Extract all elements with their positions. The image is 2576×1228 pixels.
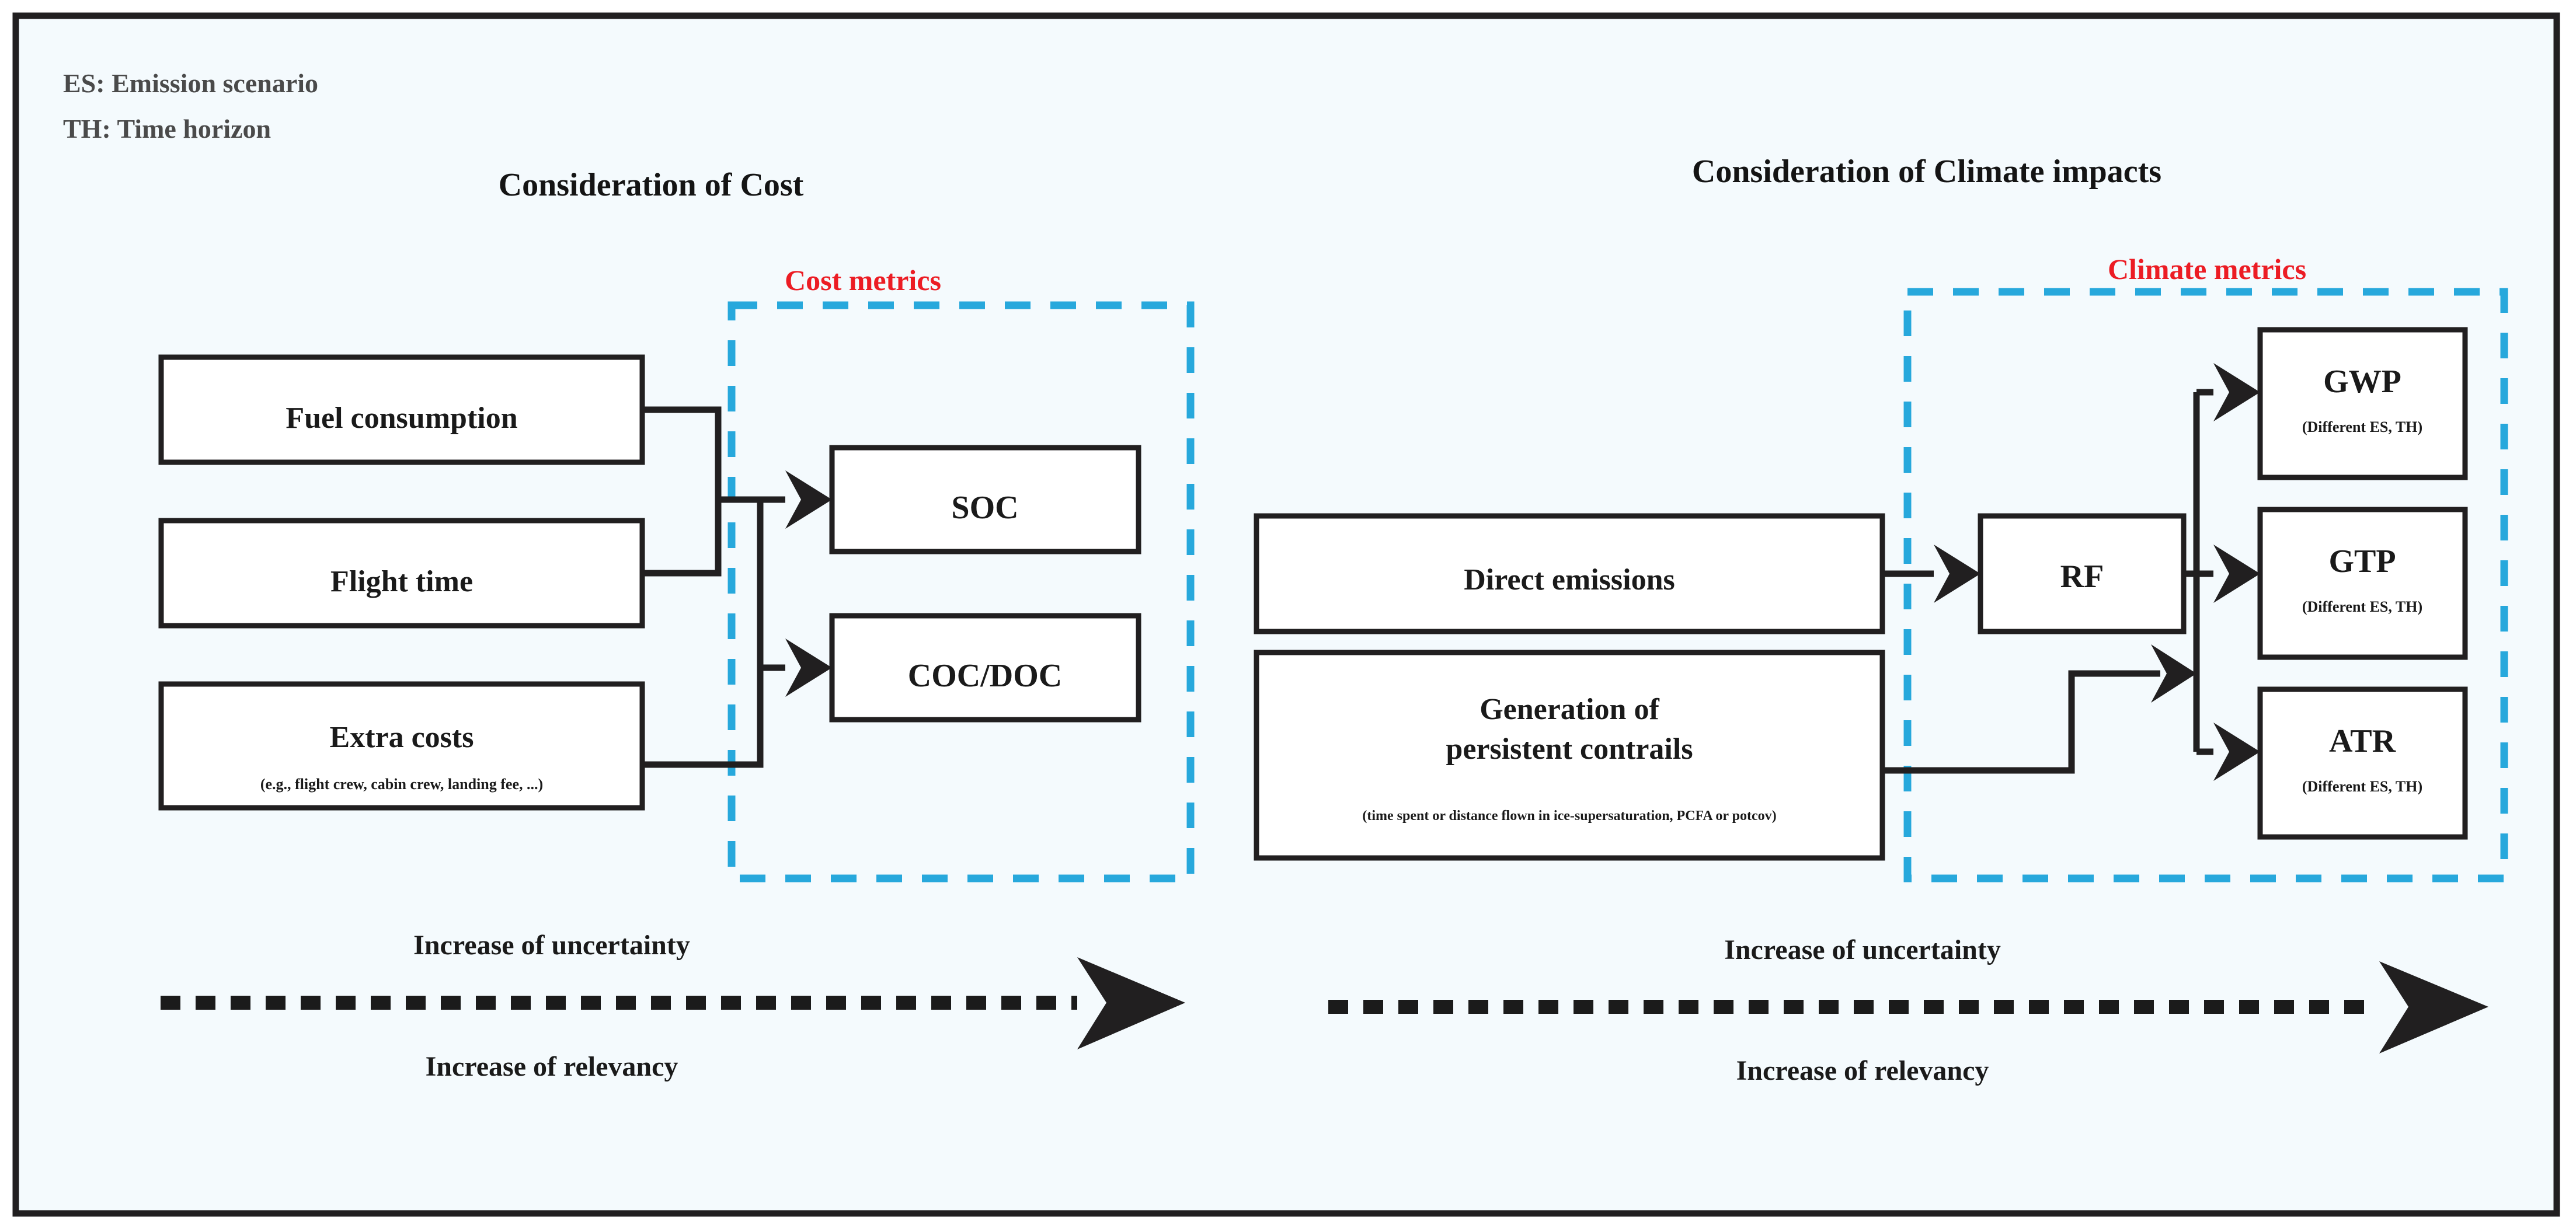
climate-axis-relevancy-label: Increase of relevancy (1736, 1055, 1989, 1086)
climate-metric-atr[interactable]: ATR (Different ES, TH) (2257, 686, 2468, 840)
arrowhead-to-rf (1934, 545, 1980, 603)
climate-metric-gwp[interactable]: GWP (Different ES, TH) (2257, 327, 2468, 480)
climate-metric-atr-label: ATR (2329, 723, 2396, 759)
climate-input-persistent-contrails-sublabel: (time spent or distance flown in ice-sup… (1362, 808, 1776, 824)
cost-metric-coc-doc[interactable]: COC/DOC (829, 613, 1141, 723)
arrowhead-to-atr (2213, 723, 2260, 781)
legend-line-es: ES: Emission scenario (63, 68, 318, 98)
cost-panel-title: Consideration of Cost (499, 167, 804, 203)
cost-input-fuel-consumption-label: Fuel consumption (286, 402, 517, 435)
cost-axis-uncertainty-label: Increase of uncertainty (413, 930, 690, 961)
cost-metrics-dashed-region (727, 301, 1195, 882)
cost-input-extra-costs-label: Extra costs (330, 721, 474, 754)
cost-metric-soc-label: SOC (951, 490, 1018, 526)
climate-input-persistent-contrails-label-line1: Generation of (1480, 693, 1659, 726)
climate-metric-gwp-sublabel: (Different ES, TH) (2302, 418, 2422, 435)
climate-trend-arrowhead (2379, 961, 2488, 1053)
climate-metrics-group-label: Climate metrics (2108, 253, 2306, 285)
climate-intermediate-rf-label: RF (2060, 559, 2104, 595)
climate-metric-gwp-label: GWP (2323, 364, 2401, 400)
connector-contrails-to-rail (1882, 670, 2160, 774)
arrowhead-to-gwp (2213, 363, 2260, 421)
climate-metric-gtp-sublabel: (Different ES, TH) (2302, 598, 2422, 615)
arrowhead-to-soc (785, 470, 832, 529)
climate-input-persistent-contrails-label-line2: persistent contrails (1446, 732, 1693, 766)
climate-input-persistent-contrails[interactable]: Generation of persistent contrails (time… (1254, 650, 1885, 861)
climate-metrics-dashed-region (1903, 288, 2508, 882)
climate-axis-uncertainty-label: Increase of uncertainty (1724, 934, 2001, 965)
cost-input-extra-costs-sublabel: (e.g., flight crew, cabin crew, landing … (260, 776, 543, 793)
arrowhead-to-coc-doc (785, 639, 832, 697)
climate-input-direct-emissions[interactable]: Direct emissions (1254, 513, 1885, 634)
climate-panel-title: Consideration of Climate impacts (1692, 154, 2161, 190)
cost-metric-coc-doc-label: COC/DOC (908, 658, 1062, 694)
cost-trend-arrowhead (1077, 957, 1185, 1049)
climate-metric-atr-sublabel: (Different ES, TH) (2302, 778, 2422, 795)
arrowhead-contrails-into-rail (2151, 644, 2196, 703)
climate-input-direct-emissions-label: Direct emissions (1464, 563, 1675, 596)
legend-line-th: TH: Time horizon (63, 114, 271, 144)
cost-metrics-group-label: Cost metrics (785, 264, 941, 296)
cost-axis-relevancy-label: Increase of relevancy (426, 1051, 678, 1082)
cost-input-flight-time[interactable]: Flight time (158, 518, 645, 629)
connector-fuel-to-soc-rail (642, 406, 722, 500)
connector-flighttime-to-soc-rail (642, 500, 722, 577)
cost-metric-soc[interactable]: SOC (829, 445, 1141, 554)
climate-intermediate-rf[interactable]: RF (1978, 513, 2187, 634)
arrowhead-to-gtp (2213, 545, 2260, 603)
cost-input-fuel-consumption[interactable]: Fuel consumption (158, 354, 645, 465)
climate-metric-gtp-label: GTP (2328, 543, 2396, 580)
cost-input-extra-costs[interactable]: Extra costs (e.g., flight crew, cabin cr… (158, 681, 645, 811)
cost-input-flight-time-label: Flight time (330, 565, 473, 598)
climate-metric-gtp[interactable]: GTP (Different ES, TH) (2257, 507, 2468, 660)
